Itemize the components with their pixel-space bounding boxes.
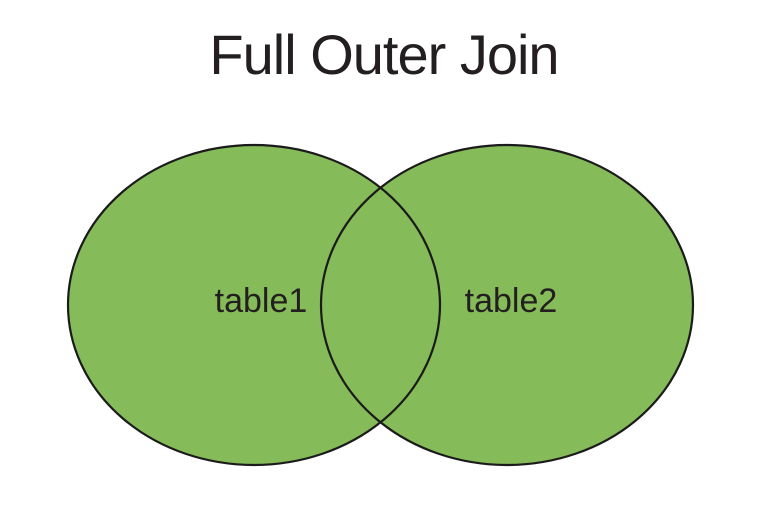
diagram-title: Full Outer Join [209, 23, 559, 86]
left-circle-label: table1 [215, 282, 308, 320]
left-circle-outline [66, 143, 442, 467]
right-circle-label: table2 [465, 282, 558, 320]
right-circle-outline [319, 143, 695, 467]
